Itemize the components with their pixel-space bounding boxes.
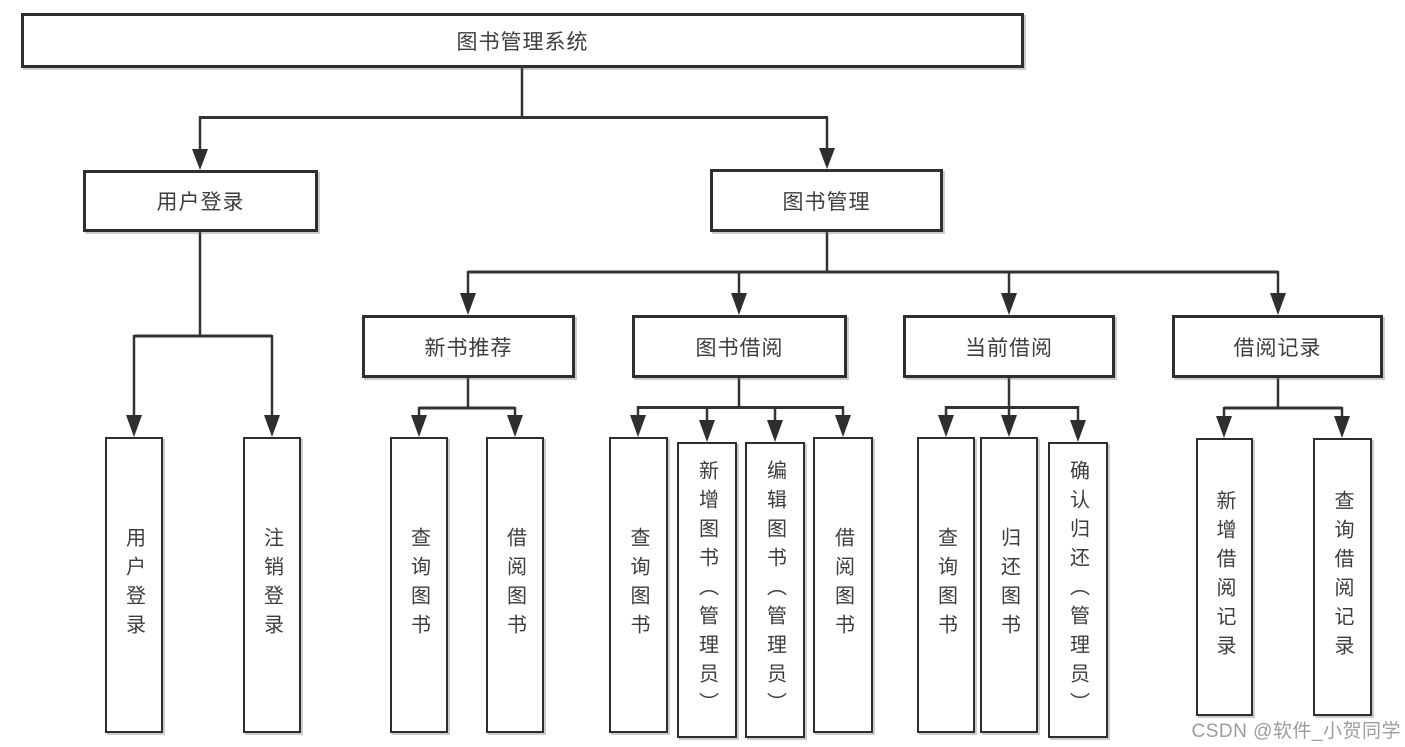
leaf-logout: 注销登录 bbox=[243, 437, 301, 733]
node-root: 图书管理系统 bbox=[21, 13, 1024, 68]
connector-book-mgmt-children bbox=[460, 232, 1286, 315]
node-book-borrowing: 图书借阅 bbox=[632, 315, 847, 378]
leaf-query-borrow-record: 查询借阅记录 bbox=[1313, 438, 1372, 716]
connector-book-borrow-children bbox=[630, 378, 851, 442]
leaf-return-book-label: 归还图书 bbox=[997, 527, 1020, 643]
connector-root-to-level2 bbox=[192, 68, 835, 170]
leaf-add-book-admin: 新增图书（管理员） bbox=[677, 442, 737, 738]
connector-current-borrow-children bbox=[938, 378, 1086, 442]
leaf-user-login: 用户登录 bbox=[105, 437, 163, 733]
leaf-add-borrow-record: 新增借阅记录 bbox=[1196, 438, 1253, 716]
node-book-management: 图书管理 bbox=[710, 169, 943, 232]
node-new-book-recommendation: 新书推荐 bbox=[362, 315, 575, 378]
leaf-query-book-current: 查询图书 bbox=[917, 437, 975, 733]
node-current-borrowing: 当前借阅 bbox=[903, 315, 1115, 378]
leaf-borrow-book-borrowing-label: 借阅图书 bbox=[831, 527, 854, 643]
csdn-watermark: CSDN @软件_小贺同学 bbox=[1191, 721, 1401, 742]
leaf-query-book-borrowing-label: 查询图书 bbox=[627, 527, 649, 643]
node-user-login: 用户登录 bbox=[83, 170, 318, 232]
leaf-user-login-label: 用户登录 bbox=[122, 527, 145, 643]
leaf-add-book-admin-label: 新增图书（管理员） bbox=[695, 459, 718, 721]
leaf-borrow-book-recommendation-label: 借阅图书 bbox=[503, 527, 526, 643]
leaf-query-book-recommendation-label: 查询图书 bbox=[407, 527, 430, 643]
leaf-query-book-current-label: 查询图书 bbox=[934, 527, 957, 643]
connector-new-book-rec-children bbox=[411, 378, 523, 437]
leaf-query-book-recommendation: 查询图书 bbox=[390, 437, 448, 733]
leaf-borrow-book-recommendation: 借阅图书 bbox=[486, 437, 544, 733]
leaf-query-borrow-record-label: 查询借阅记录 bbox=[1331, 490, 1353, 664]
leaf-logout-label: 注销登录 bbox=[260, 527, 283, 643]
leaf-query-book-borrowing: 查询图书 bbox=[609, 437, 668, 733]
node-borrowing-records: 借阅记录 bbox=[1172, 315, 1383, 378]
connector-user-login-children bbox=[126, 232, 280, 437]
leaf-return-book: 归还图书 bbox=[980, 437, 1038, 733]
leaf-edit-book-admin-label: 编辑图书（管理员） bbox=[763, 459, 786, 721]
leaf-borrow-book-borrowing: 借阅图书 bbox=[813, 437, 873, 733]
leaf-confirm-return-admin: 确认归还（管理员） bbox=[1048, 442, 1108, 738]
leaf-edit-book-admin: 编辑图书（管理员） bbox=[745, 442, 805, 738]
connector-borrow-records-children bbox=[1216, 378, 1350, 438]
leaf-add-borrow-record-label: 新增借阅记录 bbox=[1213, 490, 1235, 664]
leaf-confirm-return-admin-label: 确认归还（管理员） bbox=[1066, 459, 1089, 721]
